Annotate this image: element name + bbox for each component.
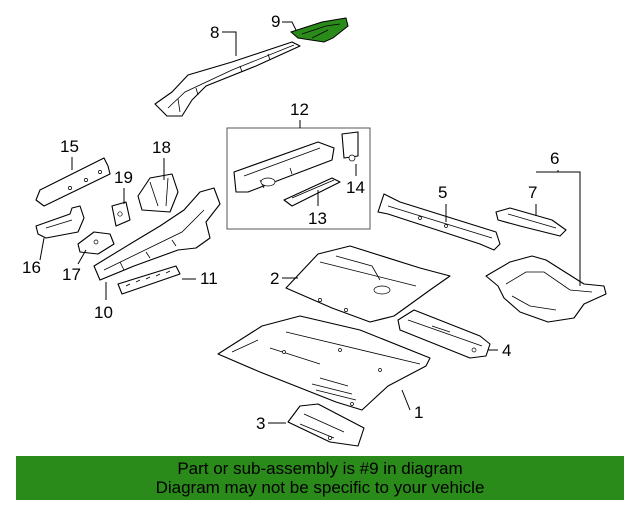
part-2-rear-floor[interactable]	[285, 245, 451, 323]
part-10-rail[interactable]	[93, 187, 221, 281]
callout-5[interactable]: 5	[438, 183, 447, 222]
svg-text:11: 11	[200, 269, 218, 288]
callout-7[interactable]: 7	[528, 183, 537, 216]
svg-text:3: 3	[256, 414, 265, 433]
part-15-reinforcement[interactable]	[35, 157, 111, 207]
svg-text:4: 4	[502, 341, 511, 360]
callout-9[interactable]: 9	[271, 12, 297, 31]
callout-19[interactable]: 19	[114, 168, 133, 204]
svg-text:8: 8	[210, 23, 219, 42]
callout-16[interactable]: 16	[22, 237, 45, 277]
part-1-front-floor[interactable]	[217, 315, 431, 411]
callout-8[interactable]: 8	[210, 23, 237, 56]
callout-10[interactable]: 10	[94, 282, 113, 322]
svg-text:15: 15	[60, 137, 79, 156]
callout-4[interactable]: 4	[488, 341, 511, 360]
part-19-plate[interactable]	[111, 201, 131, 227]
notice-banner: Part or sub-assembly is #9 in diagram Di…	[16, 456, 624, 500]
svg-text:13: 13	[308, 209, 327, 228]
callout-6[interactable]: 6	[536, 149, 581, 286]
svg-text:1: 1	[414, 403, 423, 422]
callout-1[interactable]: 1	[401, 389, 423, 422]
svg-text:16: 16	[22, 258, 41, 277]
callout-15[interactable]: 15	[60, 137, 79, 170]
callout-18[interactable]: 18	[152, 138, 171, 180]
part-8-tunnel[interactable]	[154, 41, 301, 117]
part-13-bracket[interactable]	[283, 177, 341, 207]
part-5-crossmember[interactable]	[377, 193, 501, 251]
svg-text:2: 2	[270, 269, 279, 288]
part-16-bracket[interactable]	[35, 205, 85, 239]
svg-text:17: 17	[62, 265, 81, 284]
callout-17[interactable]: 17	[62, 249, 87, 284]
part-11-plate[interactable]	[117, 265, 181, 295]
part-6-wheelhouse[interactable]	[485, 255, 607, 323]
svg-text:6: 6	[550, 149, 559, 168]
part-17-bracket[interactable]	[77, 231, 115, 255]
callout-12[interactable]: 12	[290, 100, 309, 128]
part-18-bracket[interactable]	[137, 173, 179, 213]
notice-line-2: Diagram may not be specific to your vehi…	[155, 478, 485, 497]
part-3-panel[interactable]	[287, 403, 365, 447]
svg-text:18: 18	[152, 138, 171, 157]
callout-14[interactable]: 14	[346, 164, 365, 197]
svg-text:14: 14	[346, 178, 365, 197]
callout-2[interactable]: 2	[270, 269, 298, 288]
exploded-parts-diagram: 8 9 12 13 14 15	[22, 12, 607, 447]
callout-13[interactable]: 13	[308, 190, 327, 228]
svg-text:10: 10	[94, 303, 113, 322]
svg-text:9: 9	[271, 12, 280, 31]
callout-3[interactable]: 3	[256, 414, 286, 433]
part-7-bracket[interactable]	[495, 207, 567, 237]
svg-text:5: 5	[438, 183, 447, 202]
part-12-group-box[interactable]	[226, 127, 371, 230]
svg-text:19: 19	[114, 168, 133, 187]
svg-text:12: 12	[290, 100, 309, 119]
notice-line-1: Part or sub-assembly is #9 in diagram	[177, 459, 463, 478]
callout-11[interactable]: 11	[182, 269, 218, 288]
part-9-highlighted[interactable]	[289, 17, 349, 43]
svg-text:7: 7	[528, 183, 537, 202]
